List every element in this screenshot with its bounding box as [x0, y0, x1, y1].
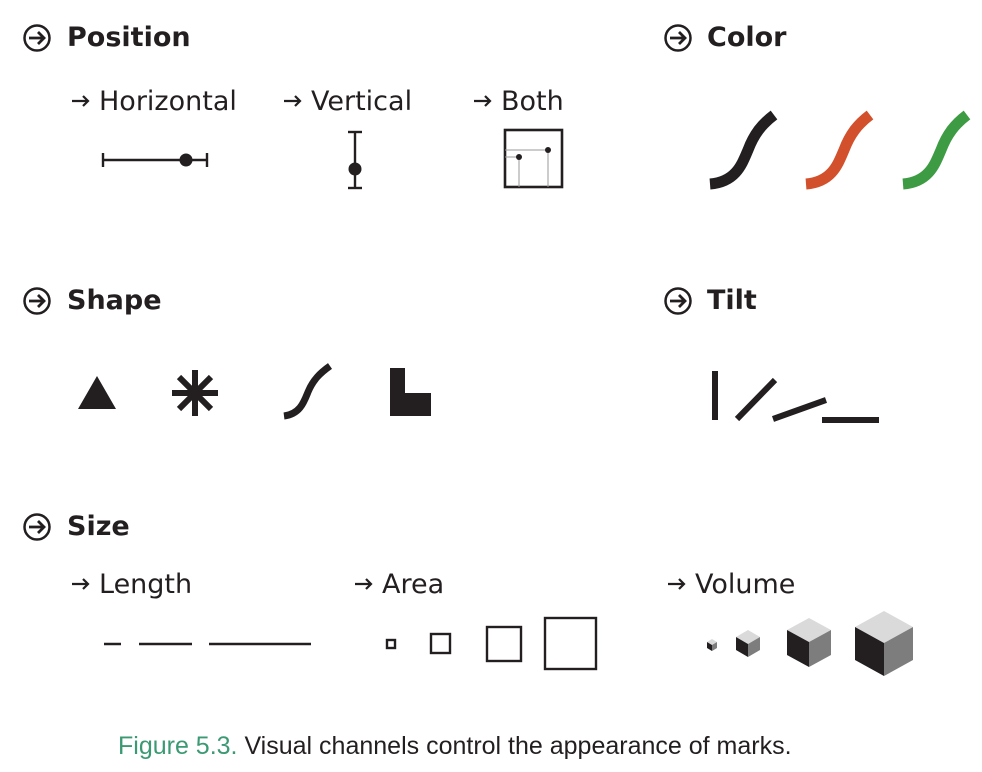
volume-cube-xs [707, 639, 717, 651]
volume-cube-l [855, 611, 913, 676]
length-arrow-icon [72, 578, 90, 590]
color-arrow-icon [664, 24, 692, 52]
vertical-position-mark [348, 130, 362, 190]
tilt-mark-steep [734, 377, 778, 422]
figure-caption-label: Figure 5.3. [118, 732, 238, 760]
area-label: Area [382, 569, 445, 600]
both-label: Both [501, 86, 564, 117]
vertical-label: Vertical [311, 86, 413, 117]
volume-label: Volume [695, 569, 796, 600]
figure-caption-text: Visual channels control the appearance o… [237, 732, 792, 760]
color-title: Color [707, 22, 787, 53]
position-title: Position [67, 22, 191, 53]
figure-caption: Figure 5.3. Visual channels control the … [118, 730, 792, 762]
size-title: Size [67, 511, 130, 542]
length-label: Length [99, 569, 193, 600]
horizontal-label: Horizontal [99, 86, 237, 117]
area-mark-l [543, 616, 598, 671]
volume-cube-m [787, 618, 831, 667]
shape-asterisk [172, 370, 218, 416]
both-position-mark [503, 128, 564, 189]
volume-arrow-icon [668, 578, 686, 590]
shape-l-block [390, 368, 431, 416]
both-arrow-icon [474, 95, 492, 107]
area-mark-m [485, 625, 523, 663]
shape-curve [283, 363, 333, 420]
tilt-mark-shallow [771, 397, 828, 422]
tilt-arrow-icon [664, 287, 692, 315]
color-swatch-green [902, 110, 971, 190]
shape-title: Shape [67, 285, 162, 316]
color-swatch-black [709, 110, 778, 190]
volume-cube-s [736, 630, 760, 657]
horizontal-position-mark [101, 153, 209, 167]
shape-triangle [78, 376, 116, 409]
color-swatch-red [805, 110, 874, 190]
area-mark-s [429, 632, 452, 655]
area-arrow-icon [355, 578, 373, 590]
vertical-arrow-icon [284, 95, 302, 107]
shape-arrow-icon [23, 287, 51, 315]
tilt-marks [712, 371, 879, 423]
area-mark-xs [385, 638, 397, 650]
position-arrow-icon [23, 24, 51, 52]
tilt-title: Tilt [707, 285, 757, 316]
area-marks [385, 616, 598, 671]
horizontal-arrow-icon [72, 95, 90, 107]
size-arrow-icon [23, 513, 51, 541]
